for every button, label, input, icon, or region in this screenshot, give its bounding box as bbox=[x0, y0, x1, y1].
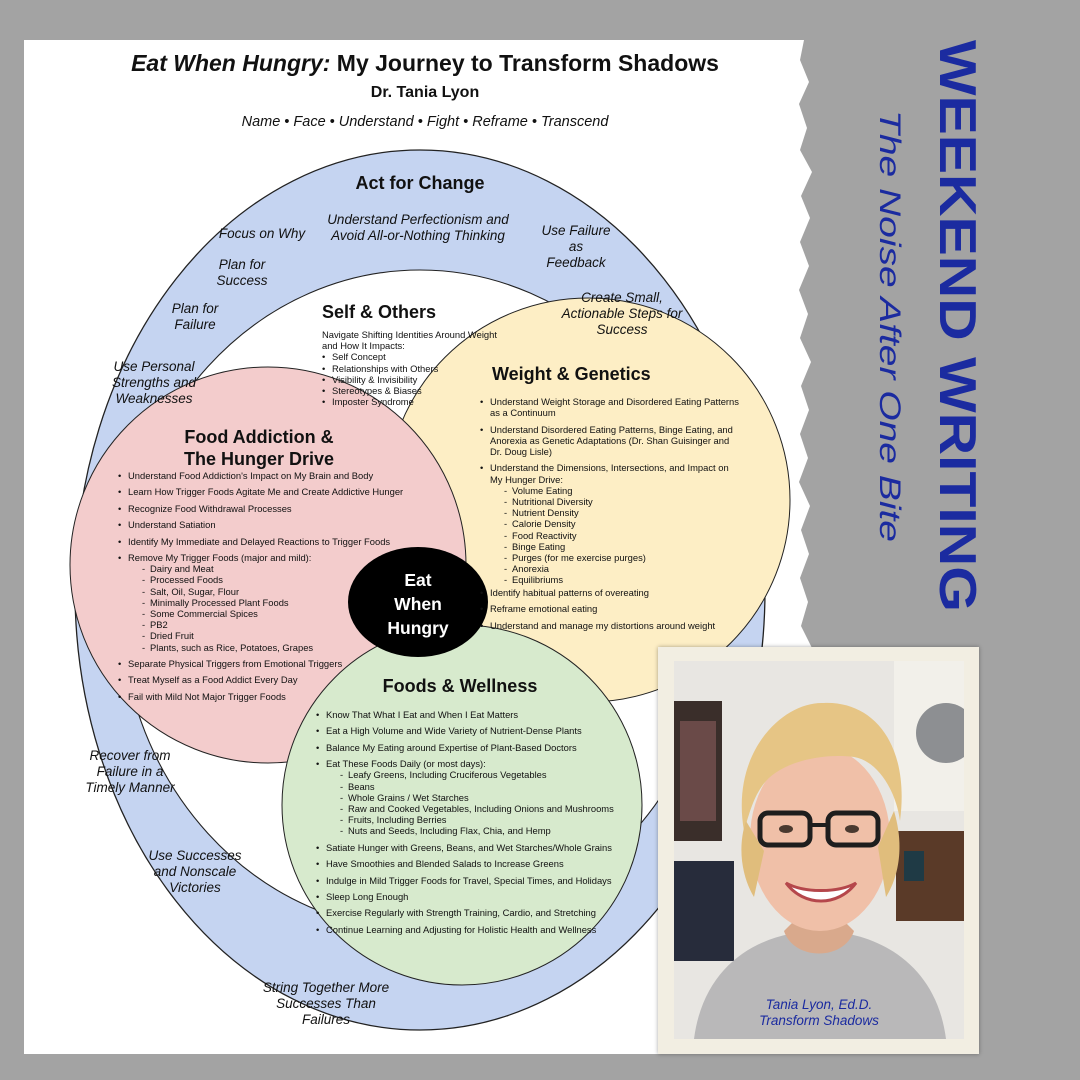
ring-item-perfectionism: Understand Perfectionism and Avoid All-o… bbox=[327, 212, 509, 243]
sub-item: Nutritional Diversity bbox=[490, 496, 742, 507]
sub-item: Binge Eating bbox=[490, 541, 742, 552]
ring-item-recover: Recover from Failure in a Timely Manner bbox=[85, 748, 175, 795]
self-others-intro: Navigate Shifting Identities Around Weig… bbox=[322, 329, 497, 352]
list-item: Reframe emotional eating bbox=[480, 603, 742, 614]
list-item: Learn How Trigger Foods Agitate Me and C… bbox=[118, 486, 408, 497]
document-author: Dr. Tania Lyon bbox=[370, 84, 480, 101]
food-addiction-title: Food Addiction & The Hunger Drive bbox=[183, 427, 335, 469]
list-item: Eat a High Volume and Wide Variety of Nu… bbox=[316, 725, 636, 736]
self-others-list: Self Concept Relationships with Others V… bbox=[322, 351, 500, 407]
list-item: Stereotypes & Biases bbox=[322, 385, 500, 396]
list-item: Understand Food Addiction's Impact on My… bbox=[118, 470, 408, 481]
sub-item: Dried Fruit bbox=[128, 630, 408, 641]
brand-subtitle-text: The Noise After One Bite bbox=[873, 110, 906, 542]
food-addiction-section: Understand Food Addiction's Impact on My… bbox=[118, 470, 408, 707]
food-addiction-list: Understand Food Addiction's Impact on My… bbox=[118, 470, 408, 702]
sub-item: Equilibriums bbox=[490, 574, 742, 585]
list-item: Understand Weight Storage and Disordered… bbox=[480, 396, 742, 418]
brand-title: WEEKEND WRITING bbox=[930, 40, 986, 612]
weight-genetics-list-after: Identify habitual patterns of overeating… bbox=[480, 587, 742, 631]
list-item: Have Smoothies and Blended Salads to Inc… bbox=[316, 858, 636, 869]
list-item: Self Concept bbox=[322, 351, 500, 362]
list-item: Understand and manage my distortions aro… bbox=[480, 620, 742, 631]
sub-item: Calorie Density bbox=[490, 518, 742, 529]
foods-wellness-section: Know That What I Eat and When I Eat Matt… bbox=[316, 709, 636, 940]
brand-title-text: WEEKEND WRITING bbox=[930, 40, 986, 612]
weight-genetics-list: Understand Weight Storage and Disordered… bbox=[480, 396, 742, 586]
sub-item: Nutrient Density bbox=[490, 507, 742, 518]
sub-item: Volume Eating bbox=[490, 485, 742, 496]
foods-wellness-sublist: Leafy Greens, Including Cruciferous Vege… bbox=[326, 769, 636, 836]
sub-item: Processed Foods bbox=[128, 574, 408, 585]
list-item: Understand the Dimensions, Intersections… bbox=[480, 462, 742, 585]
foods-wellness-title: Foods & Wellness bbox=[382, 676, 538, 696]
self-others-title: Self & Others bbox=[322, 302, 437, 322]
list-item: Remove My Trigger Foods (major and mild)… bbox=[118, 552, 408, 653]
sub-item: Food Reactivity bbox=[490, 530, 742, 541]
sub-item: Salt, Oil, Sugar, Flour bbox=[128, 586, 408, 597]
sub-item: Dairy and Meat bbox=[128, 563, 408, 574]
sub-item: Nuts and Seeds, Including Flax, Chia, an… bbox=[326, 825, 636, 836]
sub-item: Whole Grains / Wet Starches bbox=[326, 792, 636, 803]
sub-item: Beans bbox=[326, 781, 636, 792]
brand-subtitle: The Noise After One Bite bbox=[873, 110, 906, 542]
ring-item-failure-feedback: Use Failure as Feedback bbox=[541, 223, 611, 270]
document-steps: Name • Face • Understand • Fight • Refra… bbox=[241, 114, 609, 130]
center-label: Eat When Hungry bbox=[387, 570, 449, 638]
weight-genetics-section-after: Identify habitual patterns of overeating… bbox=[480, 587, 742, 636]
ring-item-plan-failure: Plan for Failure bbox=[171, 301, 219, 332]
sub-item: Leafy Greens, Including Cruciferous Vege… bbox=[326, 769, 636, 780]
ring-item-plan-success: Plan for Success bbox=[216, 257, 268, 288]
list-item: Identify habitual patterns of overeating bbox=[480, 587, 742, 598]
list-item: Know That What I Eat and When I Eat Matt… bbox=[316, 709, 636, 720]
sub-item: Purges (for me exercise purges) bbox=[490, 552, 742, 563]
list-item: Sleep Long Enough bbox=[316, 891, 636, 902]
ring-item-string-together: String Together More Successes Than Fail… bbox=[262, 980, 390, 1027]
list-item: Separate Physical Triggers from Emotiona… bbox=[118, 658, 408, 669]
sub-item: Anorexia bbox=[490, 563, 742, 574]
self-others-section: Navigate Shifting Identities Around Weig… bbox=[322, 329, 500, 408]
photo-frame: Tania Lyon, Ed.D. Transform Shadows bbox=[658, 647, 979, 1054]
list-item: Recognize Food Withdrawal Processes bbox=[118, 503, 408, 514]
ring-item-strengths: Use Personal Strengths and Weaknesses bbox=[111, 359, 197, 406]
portrait-illustration bbox=[674, 661, 964, 1039]
list-item: Understand Satiation bbox=[118, 519, 408, 530]
weight-genetics-sublist: Volume Eating Nutritional Diversity Nutr… bbox=[490, 485, 742, 586]
list-item: Identify My Immediate and Delayed Reacti… bbox=[118, 536, 408, 547]
sub-item: Raw and Cooked Vegetables, Including Oni… bbox=[326, 803, 636, 814]
ring-item-small-steps: Create Small, Actionable Steps for Succe… bbox=[561, 290, 683, 337]
document-title: Eat When Hungry: My Journey to Transform… bbox=[131, 50, 719, 76]
list-item: Understand Disordered Eating Patterns, B… bbox=[480, 424, 742, 458]
list-item: Indulge in Mild Trigger Foods for Travel… bbox=[316, 875, 636, 886]
sub-item: Fruits, Including Berries bbox=[326, 814, 636, 825]
sub-item: Some Commercial Spices bbox=[128, 608, 408, 619]
list-item: Balance My Eating around Expertise of Pl… bbox=[316, 742, 636, 753]
list-item: Fail with Mild Not Major Trigger Foods bbox=[118, 691, 408, 702]
weight-genetics-title: Weight & Genetics bbox=[492, 364, 651, 384]
list-item: Relationships with Others bbox=[322, 363, 500, 374]
food-addiction-sublist: Dairy and Meat Processed Foods Salt, Oil… bbox=[128, 563, 408, 653]
ring-item-focus-why: Focus on Why bbox=[218, 226, 306, 241]
ring-item-successes: Use Successes and Nonscale Victories bbox=[148, 848, 242, 895]
list-item: Visibility & Invisibility bbox=[322, 374, 500, 385]
act-for-change-title: Act for Change bbox=[355, 173, 485, 193]
photo-caption: Tania Lyon, Ed.D. Transform Shadows bbox=[759, 997, 879, 1028]
portrait-photo: Tania Lyon, Ed.D. Transform Shadows bbox=[674, 661, 964, 1039]
sub-item: Minimally Processed Plant Foods bbox=[128, 597, 408, 608]
list-item: Continue Learning and Adjusting for Holi… bbox=[316, 924, 636, 935]
list-item: Treat Myself as a Food Addict Every Day bbox=[118, 674, 408, 685]
list-item: Exercise Regularly with Strength Trainin… bbox=[316, 907, 636, 918]
sub-item: PB2 bbox=[128, 619, 408, 630]
list-item: Satiate Hunger with Greens, Beans, and W… bbox=[316, 842, 636, 853]
list-item: Imposter Syndrome bbox=[322, 396, 500, 407]
sub-item: Plants, such as Rice, Potatoes, Grapes bbox=[128, 642, 408, 653]
list-item: Eat These Foods Daily (or most days): Le… bbox=[316, 758, 636, 837]
weight-genetics-section: Understand Weight Storage and Disordered… bbox=[480, 396, 742, 591]
foods-wellness-list: Know That What I Eat and When I Eat Matt… bbox=[316, 709, 636, 935]
